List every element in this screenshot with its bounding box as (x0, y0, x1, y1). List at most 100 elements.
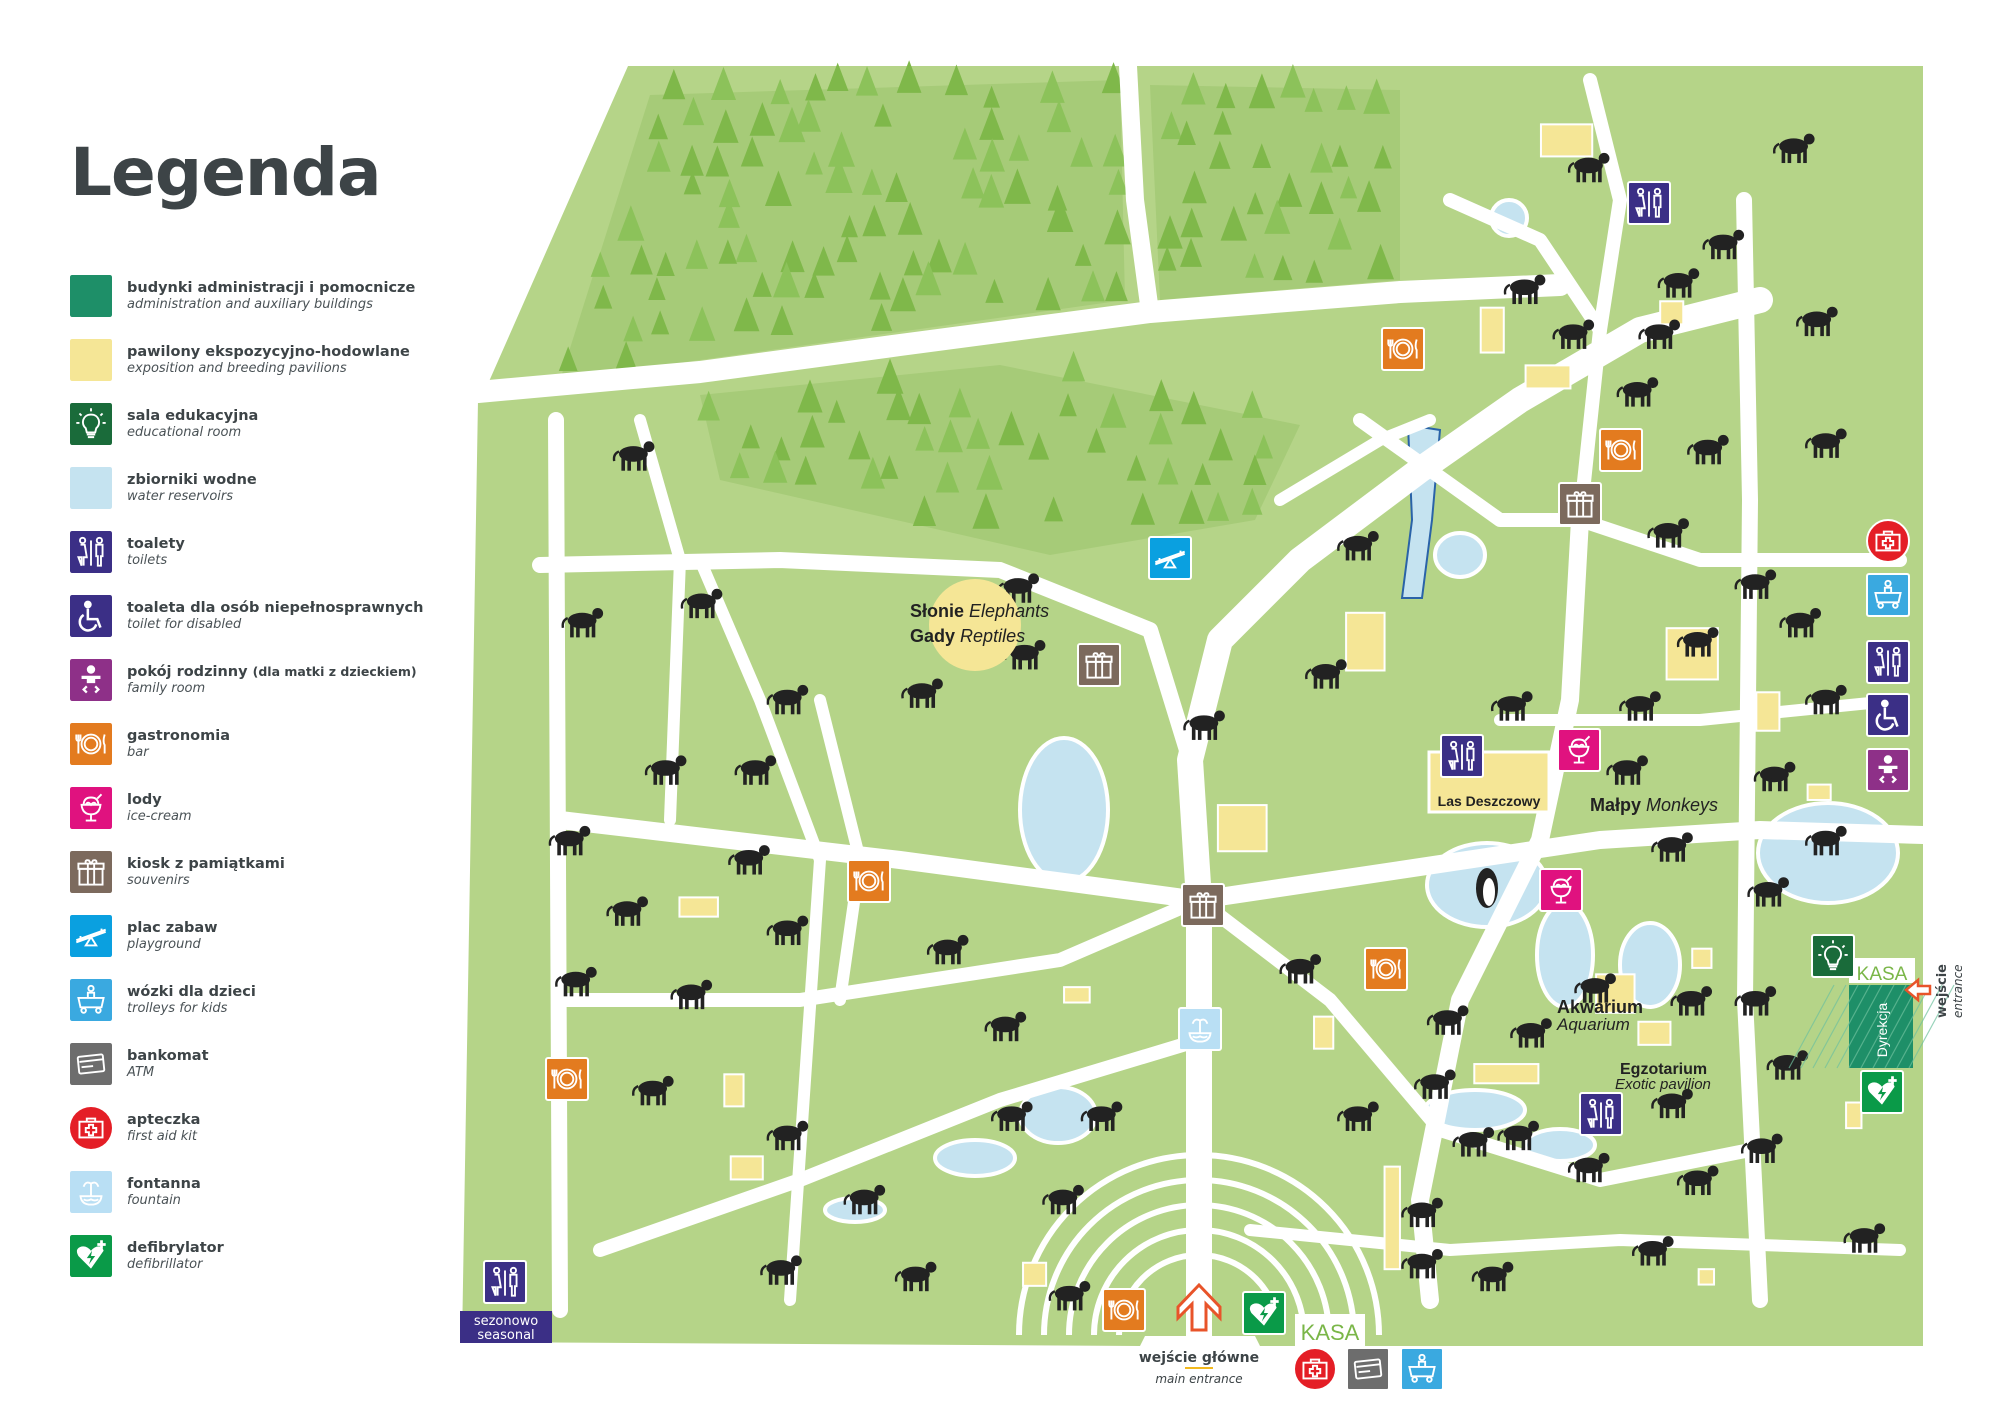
tree-icon (1178, 489, 1205, 524)
toilets-icon[interactable] (1579, 1092, 1623, 1136)
pavilion[interactable] (1691, 947, 1713, 969)
elephants-reptiles-pavilion[interactable] (929, 579, 1021, 671)
gift-icon[interactable] (1181, 883, 1225, 927)
hatch-line (1812, 984, 1859, 1069)
kasa-east-box (1849, 958, 1915, 983)
defibrillator-icon[interactable] (1242, 1291, 1286, 1335)
pavilion[interactable] (1755, 691, 1781, 732)
legend-label: lody (127, 792, 162, 808)
plate-cutlery-icon[interactable] (1599, 428, 1643, 472)
tree-icon (874, 103, 892, 127)
tree-icon (1213, 110, 1232, 135)
hatch-line (1800, 984, 1847, 1069)
tree-icon (1157, 246, 1177, 271)
pavilion[interactable] (1063, 986, 1091, 1004)
footpath (634, 414, 686, 826)
toilets-icon[interactable] (1627, 181, 1671, 225)
tree-icon (741, 424, 760, 449)
plate-cutlery-icon[interactable] (1364, 947, 1408, 991)
pavilion[interactable] (1524, 364, 1572, 390)
gift-icon[interactable] (1077, 643, 1121, 687)
tree-icon (1157, 457, 1179, 485)
hatch-line (1896, 984, 1943, 1069)
tree-icon (770, 305, 794, 336)
east-entrance-arrow-icon (1904, 977, 1932, 1003)
pavilion[interactable] (1383, 1165, 1401, 1271)
tree-icon (1373, 144, 1392, 169)
pavilion[interactable] (1313, 1015, 1335, 1050)
pavilion[interactable] (1345, 611, 1386, 672)
hatch-line (1836, 984, 1883, 1069)
kasa-east-label: KASA (1857, 964, 1908, 985)
main-entrance-label: wejście główne (1139, 1350, 1259, 1366)
exotarium-label: Egzotarium (1620, 1061, 1707, 1078)
pavilion[interactable] (1697, 1268, 1716, 1286)
legend-label: defibrylator (127, 1240, 224, 1256)
tree-icon (855, 66, 879, 96)
tree-icon (903, 250, 923, 276)
pavilion[interactable] (1216, 804, 1268, 853)
east-entrance-label-en: entrance (1951, 964, 1965, 1018)
legend-label-en: toilet for disabled (127, 617, 242, 632)
footpath (593, 1033, 1206, 1257)
pavilion[interactable] (723, 1073, 745, 1108)
wheelchair-icon[interactable] (1866, 693, 1910, 737)
hatch-line (1884, 984, 1931, 1069)
footpath (467, 274, 1571, 403)
tree-icon (896, 60, 922, 93)
tree-icon (1046, 99, 1072, 133)
lightbulb-icon[interactable] (1811, 934, 1855, 978)
tree-icon (682, 96, 705, 126)
credit-card-icon[interactable] (1346, 1347, 1390, 1391)
tree-icon (1040, 70, 1065, 103)
plate-cutlery-icon[interactable] (847, 859, 891, 903)
first-aid-icon[interactable] (1293, 1347, 1337, 1391)
legend-item: pawilony ekspozycyjno-hodowlane expositi… (70, 328, 430, 392)
forest-areas (558, 60, 1400, 555)
pavilion[interactable] (1637, 1020, 1672, 1046)
tree-icon (937, 419, 963, 453)
legend-item: budynki administracji i pomocnicze admin… (70, 264, 430, 328)
pavilion[interactable] (1022, 1261, 1048, 1287)
pavilion[interactable] (1806, 783, 1832, 801)
tree-icon (1327, 217, 1352, 250)
tree-icon (630, 244, 653, 275)
tree-icon (1126, 454, 1147, 481)
pavilion[interactable] (1845, 1101, 1863, 1130)
tree-icon (1276, 172, 1303, 207)
tree-icon (1243, 454, 1267, 485)
toilets-icon[interactable] (483, 1260, 527, 1304)
pavilion[interactable] (1479, 306, 1505, 354)
main-entrance-arrow-icon[interactable] (1176, 1282, 1222, 1332)
plate-cutlery-icon[interactable] (1102, 1288, 1146, 1332)
plate-cutlery-icon[interactable] (545, 1057, 589, 1101)
ice-cream-icon[interactable] (1539, 868, 1583, 912)
first-aid-icon[interactable] (1866, 519, 1910, 563)
first-aid-icon (70, 1107, 112, 1149)
seesaw-icon[interactable] (1148, 536, 1192, 580)
reptiles-label: Gady Reptiles (910, 626, 1025, 646)
pavilion[interactable] (1539, 123, 1594, 158)
tree-icon (697, 390, 720, 421)
pavilion[interactable] (678, 896, 719, 918)
toilets-icon[interactable] (1440, 734, 1484, 778)
trolley-icon[interactable] (1400, 1347, 1444, 1391)
toilets-icon (70, 531, 112, 573)
tree-icon (861, 168, 882, 195)
trolley-icon[interactable] (1866, 573, 1910, 617)
toilets-icon[interactable] (1866, 640, 1910, 684)
tree-icon (770, 78, 790, 105)
tree-icon (733, 297, 760, 332)
pavilion[interactable] (729, 1155, 764, 1181)
ice-cream-icon[interactable] (1557, 728, 1601, 772)
hatch-line (1788, 984, 1835, 1069)
defibrillator-icon[interactable] (1860, 1070, 1904, 1114)
legend-label: bankomat (127, 1048, 209, 1064)
gift-icon[interactable] (1558, 482, 1602, 526)
tree-icon (952, 127, 978, 160)
baby-icon[interactable] (1866, 748, 1910, 792)
pavilion[interactable] (1473, 1063, 1540, 1085)
plate-cutlery-icon[interactable] (1381, 327, 1425, 371)
tree-icon (656, 251, 675, 276)
fountain-icon[interactable] (1178, 1007, 1222, 1051)
